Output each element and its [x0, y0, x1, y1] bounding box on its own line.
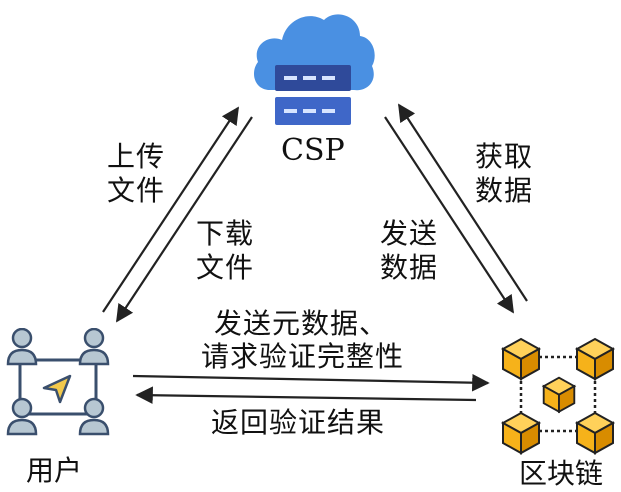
- send-data-arrow: [384, 116, 514, 314]
- user-label: 用户: [26, 454, 83, 487]
- send-label-line1: 发送: [380, 217, 439, 250]
- result-label: 返回验证结果: [211, 406, 386, 439]
- download-arrow: [116, 116, 253, 323]
- cloud-server-icon: [254, 14, 375, 125]
- upload-label-line2: 文件: [107, 174, 166, 207]
- download-label-line1: 下载: [196, 217, 255, 250]
- upload-label-line1: 上传: [107, 140, 166, 173]
- fetch-data-arrow: [398, 103, 528, 302]
- request-label-line2: 请求验证完整性: [201, 340, 405, 373]
- send-label-line2: 数据: [380, 251, 439, 284]
- result-arrow: [135, 386, 477, 405]
- blockchain-icon: [500, 337, 616, 455]
- blockchain-node: [495, 333, 621, 457]
- upload-arrow: [102, 106, 239, 313]
- fetch-label-line1: 获取: [475, 140, 534, 173]
- user-group-icon: [6, 327, 110, 436]
- download-label-line2: 文件: [196, 251, 255, 284]
- fetch-label-line2: 数据: [475, 174, 534, 207]
- csp-label: CSP: [281, 133, 345, 168]
- csp-node: [248, 2, 378, 128]
- blockchain-label: 区块链: [519, 457, 604, 490]
- user-node: [4, 327, 112, 440]
- request-label-line1: 发送元数据、: [214, 307, 389, 340]
- request-arrow: [132, 373, 490, 392]
